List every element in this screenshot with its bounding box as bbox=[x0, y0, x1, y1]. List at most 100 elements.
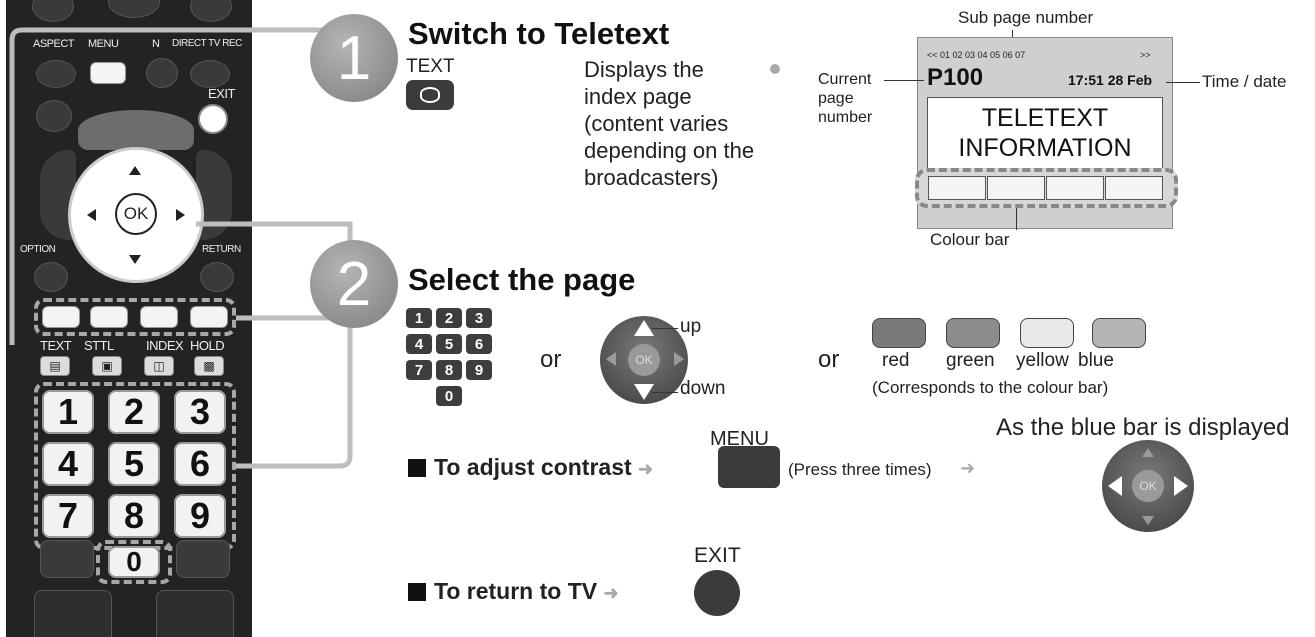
remote-bottom-left-key[interactable] bbox=[40, 540, 94, 578]
index-label: INDEX bbox=[146, 338, 184, 353]
remote-arc-top[interactable] bbox=[78, 110, 194, 150]
contrast-menu-key[interactable] bbox=[718, 446, 780, 488]
number-key-5[interactable]: 5 bbox=[108, 442, 160, 486]
nav-right-arrow-icon[interactable] bbox=[176, 209, 185, 221]
number-key-9[interactable]: 9 bbox=[174, 494, 226, 538]
return-button[interactable] bbox=[200, 262, 234, 292]
teletext-information-box: TELETEXT INFORMATION bbox=[927, 97, 1163, 169]
number-key-8[interactable]: 8 bbox=[108, 494, 160, 538]
desc-line-2: index page bbox=[584, 84, 692, 109]
digit-key-9[interactable]: 9 bbox=[466, 360, 492, 380]
remote-sttl-key[interactable]: ▣ bbox=[92, 356, 122, 376]
text-icon: ▤ bbox=[49, 359, 61, 373]
digit-key-2[interactable]: 2 bbox=[436, 308, 462, 328]
or-text-2: or bbox=[818, 346, 840, 373]
number-key-1[interactable]: 1 bbox=[42, 390, 94, 434]
arrow-right-icon: ➜ bbox=[638, 459, 654, 479]
aspect-button[interactable] bbox=[36, 60, 76, 88]
contrast-menu-label: MENU bbox=[710, 428, 769, 450]
remote-ok-button[interactable]: OK bbox=[115, 193, 157, 235]
remote-index-key[interactable]: ◫ bbox=[144, 356, 174, 376]
menu-button[interactable] bbox=[90, 62, 126, 84]
dpad-up-arrow-icon[interactable] bbox=[634, 320, 654, 336]
exit-key[interactable] bbox=[694, 570, 740, 616]
digit-key-5[interactable]: 5 bbox=[436, 334, 462, 354]
dpad-ok-button[interactable]: OK bbox=[628, 344, 660, 376]
page-number: P100 bbox=[927, 64, 984, 91]
contrast-dpad-left-icon[interactable] bbox=[1108, 476, 1122, 496]
colour-bar-leader bbox=[1016, 208, 1017, 230]
contrast-dpad-ok[interactable]: OK bbox=[1132, 470, 1164, 502]
step-2-circle: 2 bbox=[310, 240, 398, 328]
number-key-0[interactable]: 0 bbox=[108, 546, 160, 578]
sub-pages-next: >> bbox=[1140, 50, 1151, 60]
arrow-right-icon-2: ➜ bbox=[960, 458, 976, 478]
remote-red-key[interactable] bbox=[42, 306, 80, 328]
aspect-label: ASPECT bbox=[33, 38, 75, 50]
step-1-title: Switch to Teletext bbox=[408, 16, 670, 51]
contrast-dpad-right-icon[interactable] bbox=[1174, 476, 1188, 496]
down-leader bbox=[652, 392, 678, 393]
time-date: 17:51 28 Feb bbox=[1068, 72, 1153, 88]
step-1-circle: 1 bbox=[310, 14, 398, 102]
remote-bottom-left-large-key[interactable] bbox=[34, 590, 112, 637]
yellow-key[interactable] bbox=[1020, 318, 1074, 348]
nav-left-arrow-icon[interactable] bbox=[87, 209, 96, 221]
text-key[interactable] bbox=[406, 80, 454, 110]
red-key[interactable] bbox=[872, 318, 926, 348]
text-key-label: TEXT bbox=[406, 56, 455, 77]
sub-page-number-label: Sub page number bbox=[958, 8, 1094, 27]
return-tv-label: To return to TV bbox=[434, 578, 598, 604]
blue-key[interactable] bbox=[1092, 318, 1146, 348]
red-label: red bbox=[882, 350, 910, 371]
remote-blue-key[interactable] bbox=[190, 306, 228, 328]
number-key-3[interactable]: 3 bbox=[174, 390, 226, 434]
number-key-7[interactable]: 7 bbox=[42, 494, 94, 538]
number-key-2[interactable]: 2 bbox=[108, 390, 160, 434]
green-key[interactable] bbox=[946, 318, 1000, 348]
yellow-label: yellow bbox=[1016, 350, 1069, 371]
digit-key-3[interactable]: 3 bbox=[466, 308, 492, 328]
colour-bar-yellow bbox=[1046, 176, 1104, 200]
up-leader bbox=[652, 328, 678, 329]
current-page-line-3: number bbox=[818, 109, 873, 126]
sttl-label: STTL bbox=[84, 338, 114, 353]
digit-key-4[interactable]: 4 bbox=[406, 334, 432, 354]
time-date-label: Time / date bbox=[1202, 72, 1287, 91]
n-button[interactable] bbox=[146, 58, 178, 88]
connector-step2 bbox=[196, 221, 353, 469]
remote-bottom-right-key[interactable] bbox=[176, 540, 230, 578]
nav-up-arrow-icon[interactable] bbox=[129, 166, 141, 175]
direct-tv-rec-button[interactable] bbox=[190, 60, 230, 88]
time-date-leader bbox=[1166, 82, 1200, 83]
bullet-square-icon-2 bbox=[408, 583, 426, 601]
exit-label: EXIT bbox=[208, 86, 235, 101]
digit-key-8[interactable]: 8 bbox=[436, 360, 462, 380]
nav-down-arrow-icon[interactable] bbox=[129, 255, 141, 264]
connector-lines bbox=[9, 27, 353, 469]
digit-key-0[interactable]: 0 bbox=[436, 386, 462, 406]
option-button[interactable] bbox=[34, 262, 68, 292]
remote-green-key[interactable] bbox=[90, 306, 128, 328]
remote-text-key[interactable]: ▤ bbox=[40, 356, 70, 376]
info-line-2: INFORMATION bbox=[958, 134, 1132, 162]
bullet-square-icon bbox=[408, 459, 426, 477]
digit-key-6[interactable]: 6 bbox=[466, 334, 492, 354]
desc-line-4: depending on the bbox=[584, 138, 755, 163]
digit-key-1[interactable]: 1 bbox=[406, 308, 432, 328]
dpad-down-arrow-icon[interactable] bbox=[634, 384, 654, 400]
step-1-description: Displays the index page (content varies … bbox=[584, 56, 754, 191]
remote-hold-key[interactable]: ▩ bbox=[194, 356, 224, 376]
hold-label: HOLD bbox=[190, 338, 225, 353]
digit-key-7[interactable]: 7 bbox=[406, 360, 432, 380]
connector-step1 bbox=[9, 27, 340, 345]
remote-yellow-key[interactable] bbox=[140, 306, 178, 328]
remote-left-round-button[interactable] bbox=[36, 100, 72, 132]
subtitle-icon: ▣ bbox=[101, 359, 113, 373]
number-key-6[interactable]: 6 bbox=[174, 442, 226, 486]
remote-bottom-right-large-key[interactable] bbox=[156, 590, 234, 637]
step-2-title: Select the page bbox=[408, 262, 636, 297]
colour-bar-blue bbox=[1105, 176, 1163, 200]
remote-exit-button[interactable] bbox=[198, 104, 228, 134]
number-key-4[interactable]: 4 bbox=[42, 442, 94, 486]
